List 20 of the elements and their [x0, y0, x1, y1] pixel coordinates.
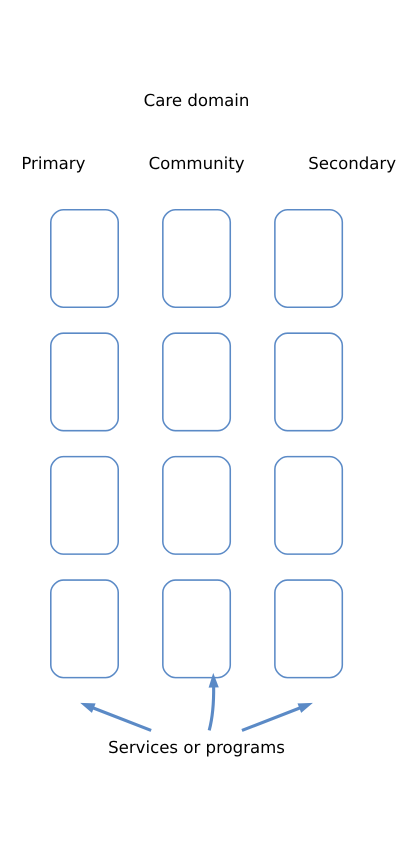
label: Care domain [144, 90, 250, 110]
arrow [241, 702, 313, 732]
node-text: Services or programs [108, 738, 285, 757]
node-box [50, 455, 119, 554]
node-box [274, 208, 344, 308]
label: Primary [21, 154, 86, 173]
label: Community [148, 154, 245, 173]
node-box [274, 578, 344, 678]
node-box [274, 455, 344, 554]
node-box [162, 208, 232, 308]
node-box [50, 332, 119, 431]
node-box [162, 332, 232, 431]
arrow [80, 702, 152, 732]
label: Secondary [308, 154, 396, 173]
arrow [208, 672, 219, 730]
node-box [274, 332, 344, 431]
node-box [50, 208, 119, 308]
node-box [162, 455, 232, 554]
node-box [162, 578, 232, 678]
node-box [50, 578, 119, 678]
